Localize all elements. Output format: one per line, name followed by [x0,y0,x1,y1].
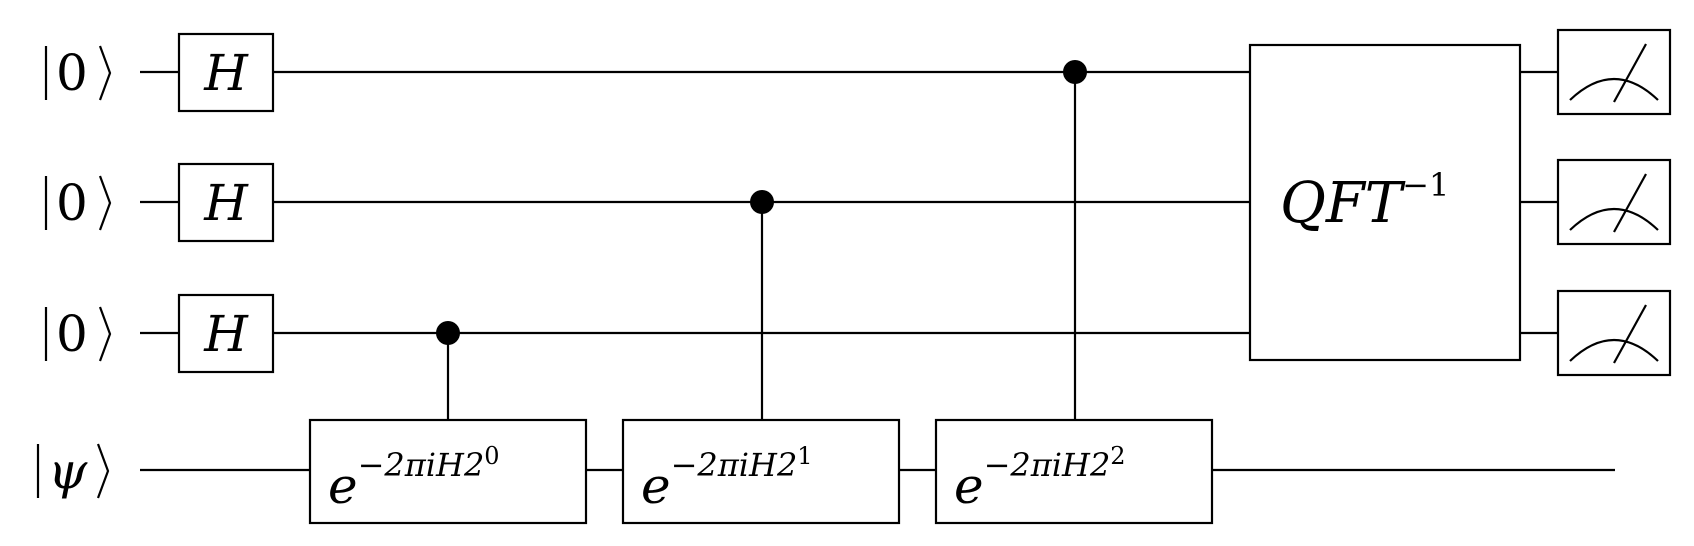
hadamard-gate-q2: H [177,293,275,374]
ket-angle [98,175,112,231]
unitary-gate-0: e−2πiH20 [308,418,588,525]
unitary-base: e [328,457,358,515]
ket-ancilla: ψ [36,442,110,500]
ket-q1: 0 [44,174,112,232]
gate-label: H [203,174,249,232]
ket-angle [96,443,110,499]
unitary-exponent: −2πiH2 [358,446,485,484]
unitary-base: e [641,457,671,515]
measurement-meter-icon [1556,289,1672,377]
control-dot-3 [1063,60,1087,84]
ket-angle [98,306,112,362]
hadamard-gate-q1: H [177,162,275,243]
unitary-power: 2 [1110,442,1125,470]
ket-state: 0 [56,174,88,232]
ket-q0: 0 [44,44,112,102]
ket-state: ψ [48,442,88,500]
inverse-qft-gate: QFT−1 [1248,43,1522,362]
qft-expression: QFT−1 [1280,166,1449,236]
ket-state: 0 [56,44,88,102]
gate-label: H [203,44,249,102]
unitary-power: 0 [484,442,499,470]
hadamard-gate-q0: H [177,32,275,113]
qft-power: −1 [1402,166,1449,204]
unitary-expression: e−2πiH20 [328,442,500,515]
meter-arc [1569,78,1659,101]
control-dot-1 [436,321,460,345]
unitary-expression: e−2πiH22 [954,442,1126,515]
measurements [1556,28,1672,377]
meter-needle [1613,304,1647,364]
unitary-base: e [954,457,984,515]
ket-angle [98,45,112,101]
meter-arc [1569,339,1659,362]
unitary-gate-1: e−2πiH21 [621,418,901,525]
unitary-exponent: −2πiH2 [671,446,798,484]
unitary-power: 1 [797,442,812,470]
meter-needle [1613,173,1647,233]
control-dot-2 [750,190,774,214]
qft-label: QFT [1280,171,1406,236]
unitary-expression: e−2πiH21 [641,442,813,515]
measurement-meter-icon [1556,158,1672,246]
ket-state: 0 [56,305,88,363]
unitary-exponent: −2πiH2 [984,446,1111,484]
controls [436,60,1087,420]
ket-labels: 0 0 0 ψ [36,44,112,500]
unitary-gate-2: e−2πiH22 [934,418,1214,525]
ket-q2: 0 [44,305,112,363]
gate-label: H [203,305,249,363]
unitary-gates: e−2πiH20 e−2πiH21 e−2πiH22 [308,418,1214,525]
hadamard-gates: H H H [177,32,275,374]
meter-arc [1569,208,1659,231]
measurement-meter-icon [1556,28,1672,116]
meter-needle [1613,43,1647,103]
